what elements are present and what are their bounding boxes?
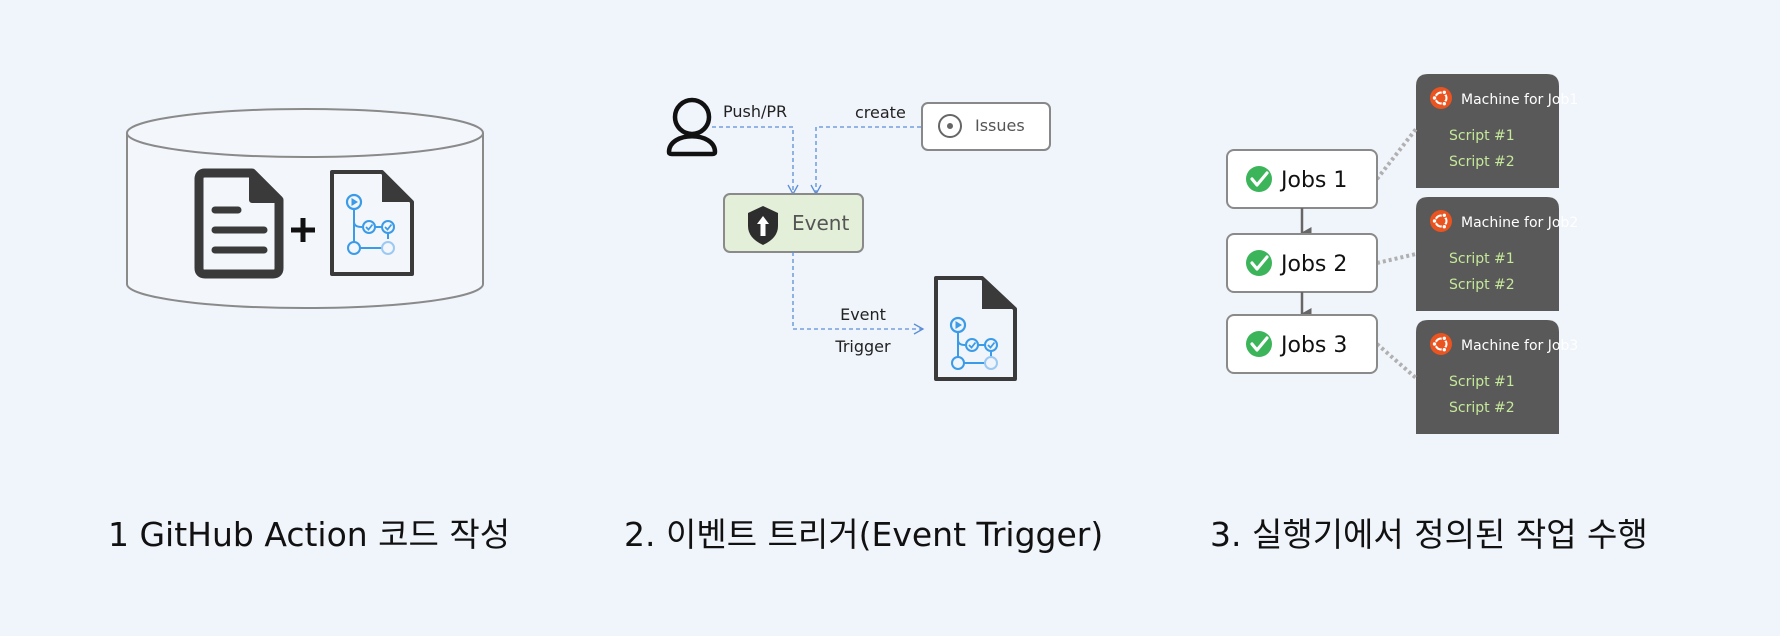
check-circle-icon: [1246, 166, 1272, 192]
triggered-workflow-file-icon: [934, 276, 1017, 381]
code-document-icon: [194, 168, 284, 279]
issue-circle-icon: [938, 114, 962, 138]
job-machine-connector: [1375, 342, 1418, 380]
user-icon: [666, 97, 718, 157]
script-line: Script #2: [1449, 277, 1515, 293]
job-machine-connector: [1376, 252, 1417, 265]
step2-caption: 2. 이벤트 트리거(Event Trigger): [624, 515, 1104, 554]
up-arrow-icon: [757, 216, 769, 236]
ubuntu-icon: [1430, 210, 1452, 232]
event-box[interactable]: Event: [723, 193, 864, 253]
step1-caption: 1 GitHub Action 코드 작성: [108, 515, 511, 554]
job-connectors: [1375, 127, 1418, 380]
event-trigger-label-line2: Trigger: [834, 337, 891, 356]
job-box-3[interactable]: Jobs 3: [1226, 314, 1378, 374]
step3-caption: 3. 실행기에서 정의된 작업 수행: [1210, 515, 1648, 554]
script-line: Script #2: [1449, 400, 1515, 416]
script-line: Script #2: [1449, 154, 1515, 170]
push-to-event-arrow: [712, 126, 799, 196]
job-label: Jobs 2: [1279, 252, 1347, 277]
script-line: Script #1: [1449, 374, 1515, 390]
issues-to-event-arrow: [810, 126, 921, 196]
job-boxes: Jobs 1 Jobs 2 Jobs 3: [1226, 149, 1378, 374]
job-machine-connector: [1375, 127, 1418, 181]
issues-label: Issues: [975, 116, 1025, 135]
event-trigger-arrow: [792, 252, 925, 335]
push-pr-label: Push/PR: [723, 102, 787, 121]
event-label: Event: [792, 211, 849, 235]
job-box-1[interactable]: Jobs 1: [1226, 149, 1378, 209]
machine-title: Machine for Job1: [1461, 92, 1578, 108]
event-trigger-label-line1: Event: [840, 305, 886, 324]
repository-cylinder: [126, 108, 484, 309]
job-label: Jobs 1: [1279, 168, 1347, 193]
script-line: Script #1: [1449, 128, 1515, 144]
plus-icon: [291, 218, 315, 242]
machine-title: Machine for Job3: [1461, 338, 1578, 354]
job-box-2[interactable]: Jobs 2: [1226, 233, 1378, 293]
issues-box[interactable]: Issues: [921, 102, 1051, 151]
workflow-file-icon: [330, 170, 414, 276]
ubuntu-icon: [1430, 333, 1452, 355]
job-label: Jobs 3: [1279, 333, 1347, 358]
ubuntu-icon: [1430, 87, 1452, 109]
check-circle-icon: [1246, 331, 1272, 357]
machine-title: Machine for Job2: [1461, 215, 1578, 231]
check-circle-icon: [1246, 250, 1272, 276]
create-label: create: [855, 103, 906, 122]
script-line: Script #1: [1449, 251, 1515, 267]
